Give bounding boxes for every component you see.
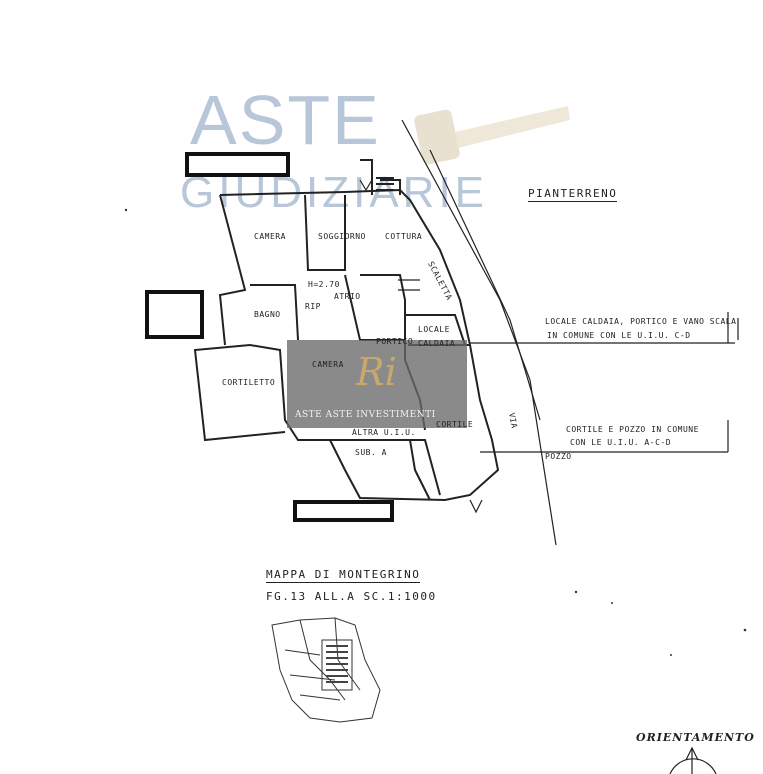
map-sheet: FG.13 ALL.A SC.1:1000 [266,590,437,603]
compass-icon [669,746,717,774]
room-pozzo: POZZO [545,452,572,461]
watermark-title: ASTE [190,81,381,159]
room-portico: PORTICO [376,337,414,346]
room-atrio: ATRIO [334,292,361,301]
note-cortile-1: CORTILE E POZZO IN COMUNE [566,425,699,434]
room-camera-top: CAMERA [254,232,286,241]
room-sub-a: SUB. A [355,448,387,457]
note-cortile-2: CON LE U.I.U. A-C-D [570,438,672,447]
orientation-label: ORIENTAMENTO [636,731,755,744]
redaction-box-top [185,152,290,177]
room-caldaia: CALDAIA [418,339,456,348]
room-bagno: BAGNO [254,310,281,319]
note-locale-caldaia-1: LOCALE CALDAIA, PORTICO E VANO SCALA [545,317,737,326]
room-altra-uiu: ALTRA U.I.U. [352,428,416,437]
watermark-overlay [287,340,467,428]
scan-specks [124,208,747,656]
room-cottura: COTTURA [385,232,423,241]
redaction-box-left [145,290,204,339]
room-soggiorno: SOGGIORNO [318,232,366,241]
room-locale: LOCALE [418,325,450,334]
redaction-box-bottom [293,500,394,522]
room-cortile: CORTILE [436,420,474,429]
gavel-watermark-icon [414,106,570,165]
room-cortiletto: CORTILETTO [222,378,276,387]
watermark-logo: Ri [356,350,397,394]
room-camera-mid: CAMERA [312,360,344,369]
map-title: MAPPA DI MONTEGRINO [266,568,421,583]
note-locale-caldaia-2: IN COMUNE CON LE U.I.U. C-D [547,331,691,340]
room-rip: RIP [305,302,321,311]
floor-label: PIANTERRENO [528,187,618,202]
cadastral-map [271,617,381,723]
room-height: H=2.70 [308,280,340,289]
watermark-overlay-text: ASTE ASTE INVESTIMENTI [295,410,436,420]
